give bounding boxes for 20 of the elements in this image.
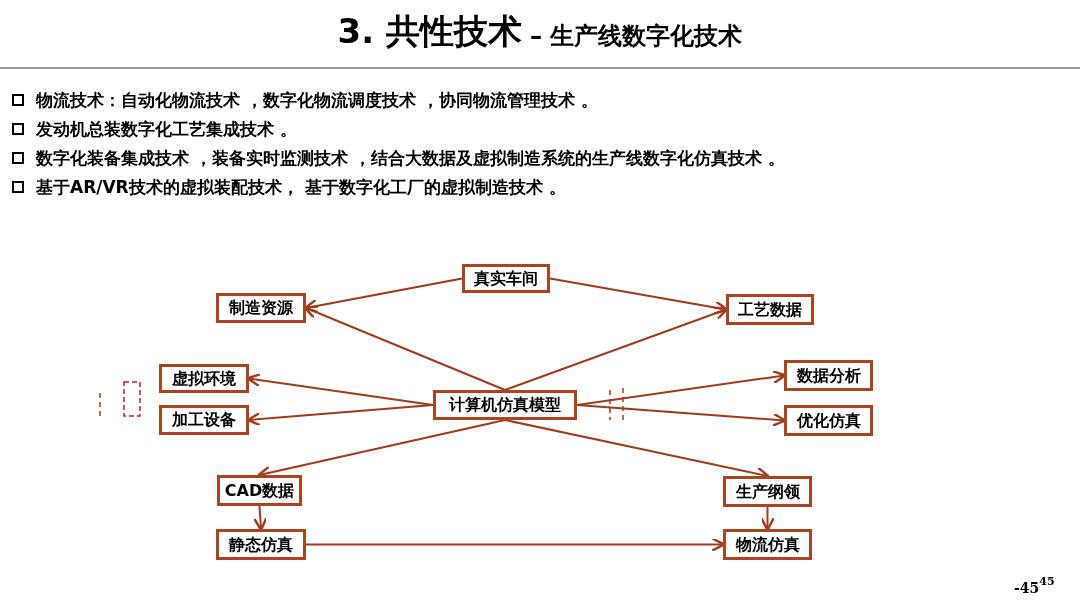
bullet-text: 物流技术：自动化物流技术 ，数字化物流调度技术 ，协同物流管理技术 。 [36, 90, 598, 110]
bullet-text: 基于AR/VR技术的虚拟装配技术， 基于数字化工厂的虚拟制造技术 。 [36, 177, 566, 197]
process-box: 虚拟环境 [159, 364, 249, 393]
process-box: 数据分析 [784, 360, 873, 391]
process-box: 制造资源 [216, 293, 306, 323]
process-box: 生产纲领 [723, 476, 812, 507]
process-box: 工艺数据 [726, 294, 814, 325]
page-number: -45 [1014, 581, 1040, 595]
process-box: 真实车间 [462, 264, 550, 293]
process-box: CAD数据 [217, 475, 302, 506]
bullet-text: 数字化装备集成技术 ，装备实时监测技术 ，结合大数据及虚拟制造系统的生产线数字化仿真技术 。 [36, 148, 785, 168]
bullet-text: 发动机总装数字化工艺集成技术 。 [36, 119, 297, 139]
slide-subtitle: – 生产线数字化技术 [530, 24, 743, 48]
process-box: 加工设备 [159, 405, 249, 435]
page-number: 45 [1039, 576, 1055, 587]
process-box: 计算机仿真模型 [433, 390, 577, 420]
process-box: 物流仿真 [723, 529, 812, 560]
process-box: 静态仿真 [216, 529, 306, 560]
slide-title: 3. 共性技术 [337, 14, 523, 48]
process-box: 优化仿真 [784, 405, 873, 436]
